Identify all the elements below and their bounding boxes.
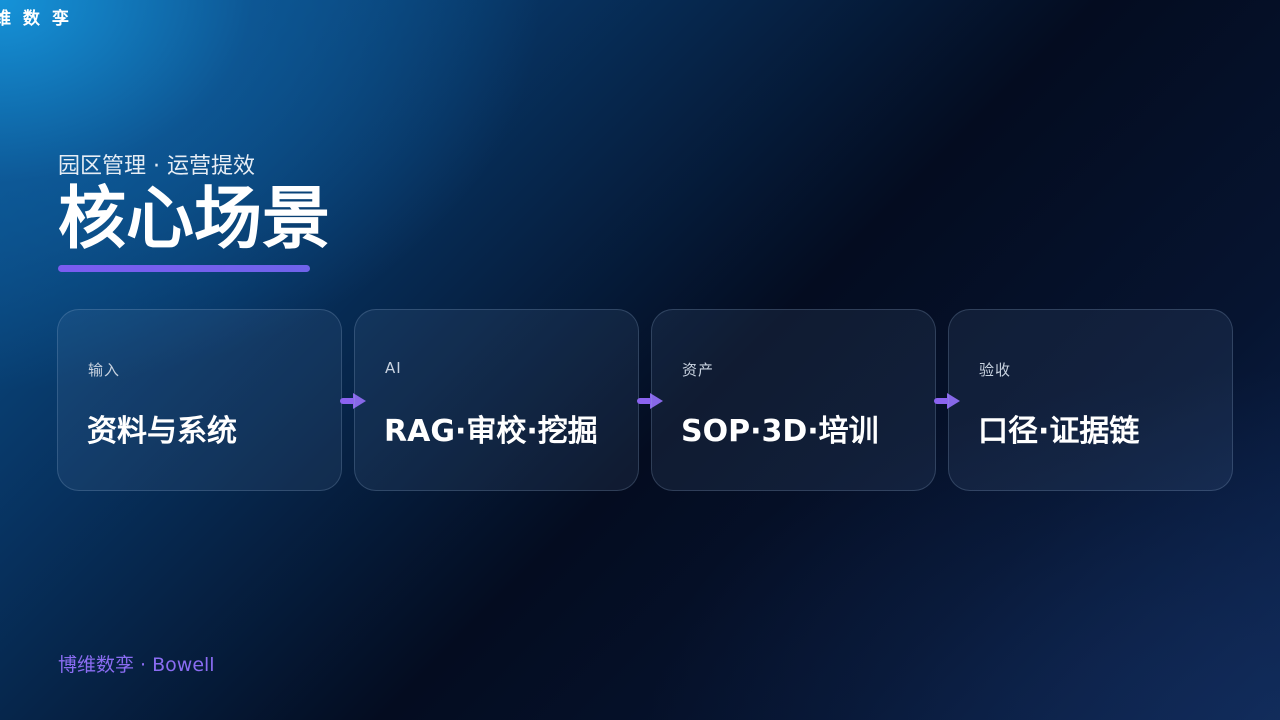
- footer-brand: 博维数孪 · Bowell: [58, 654, 215, 676]
- step-label: 输入: [88, 361, 121, 379]
- step-card-assets: 资产 SOP·3D·培训: [651, 309, 936, 491]
- step-value: 资料与系统: [87, 414, 237, 449]
- step-label: 验收: [979, 361, 1012, 379]
- brand-logo-text: 维 数 孪: [0, 9, 72, 29]
- page-subtitle: 园区管理 · 运营提效: [58, 154, 255, 179]
- step-value: 口径·证据链: [978, 414, 1140, 449]
- title-underline: [58, 265, 310, 272]
- arrow-right-icon: [340, 393, 366, 409]
- arrow-right-icon: [934, 393, 960, 409]
- page-title: 核心场景: [58, 180, 331, 259]
- step-value: RAG·审校·挖掘: [384, 414, 598, 449]
- step-card-acceptance: 验收 口径·证据链: [948, 309, 1233, 491]
- step-label: 资产: [682, 361, 715, 379]
- step-label: AI: [385, 359, 402, 377]
- step-card-input: 输入 资料与系统: [57, 309, 342, 491]
- step-card-ai: AI RAG·审校·挖掘: [354, 309, 639, 491]
- step-value: SOP·3D·培训: [681, 414, 879, 449]
- arrow-right-icon: [637, 393, 663, 409]
